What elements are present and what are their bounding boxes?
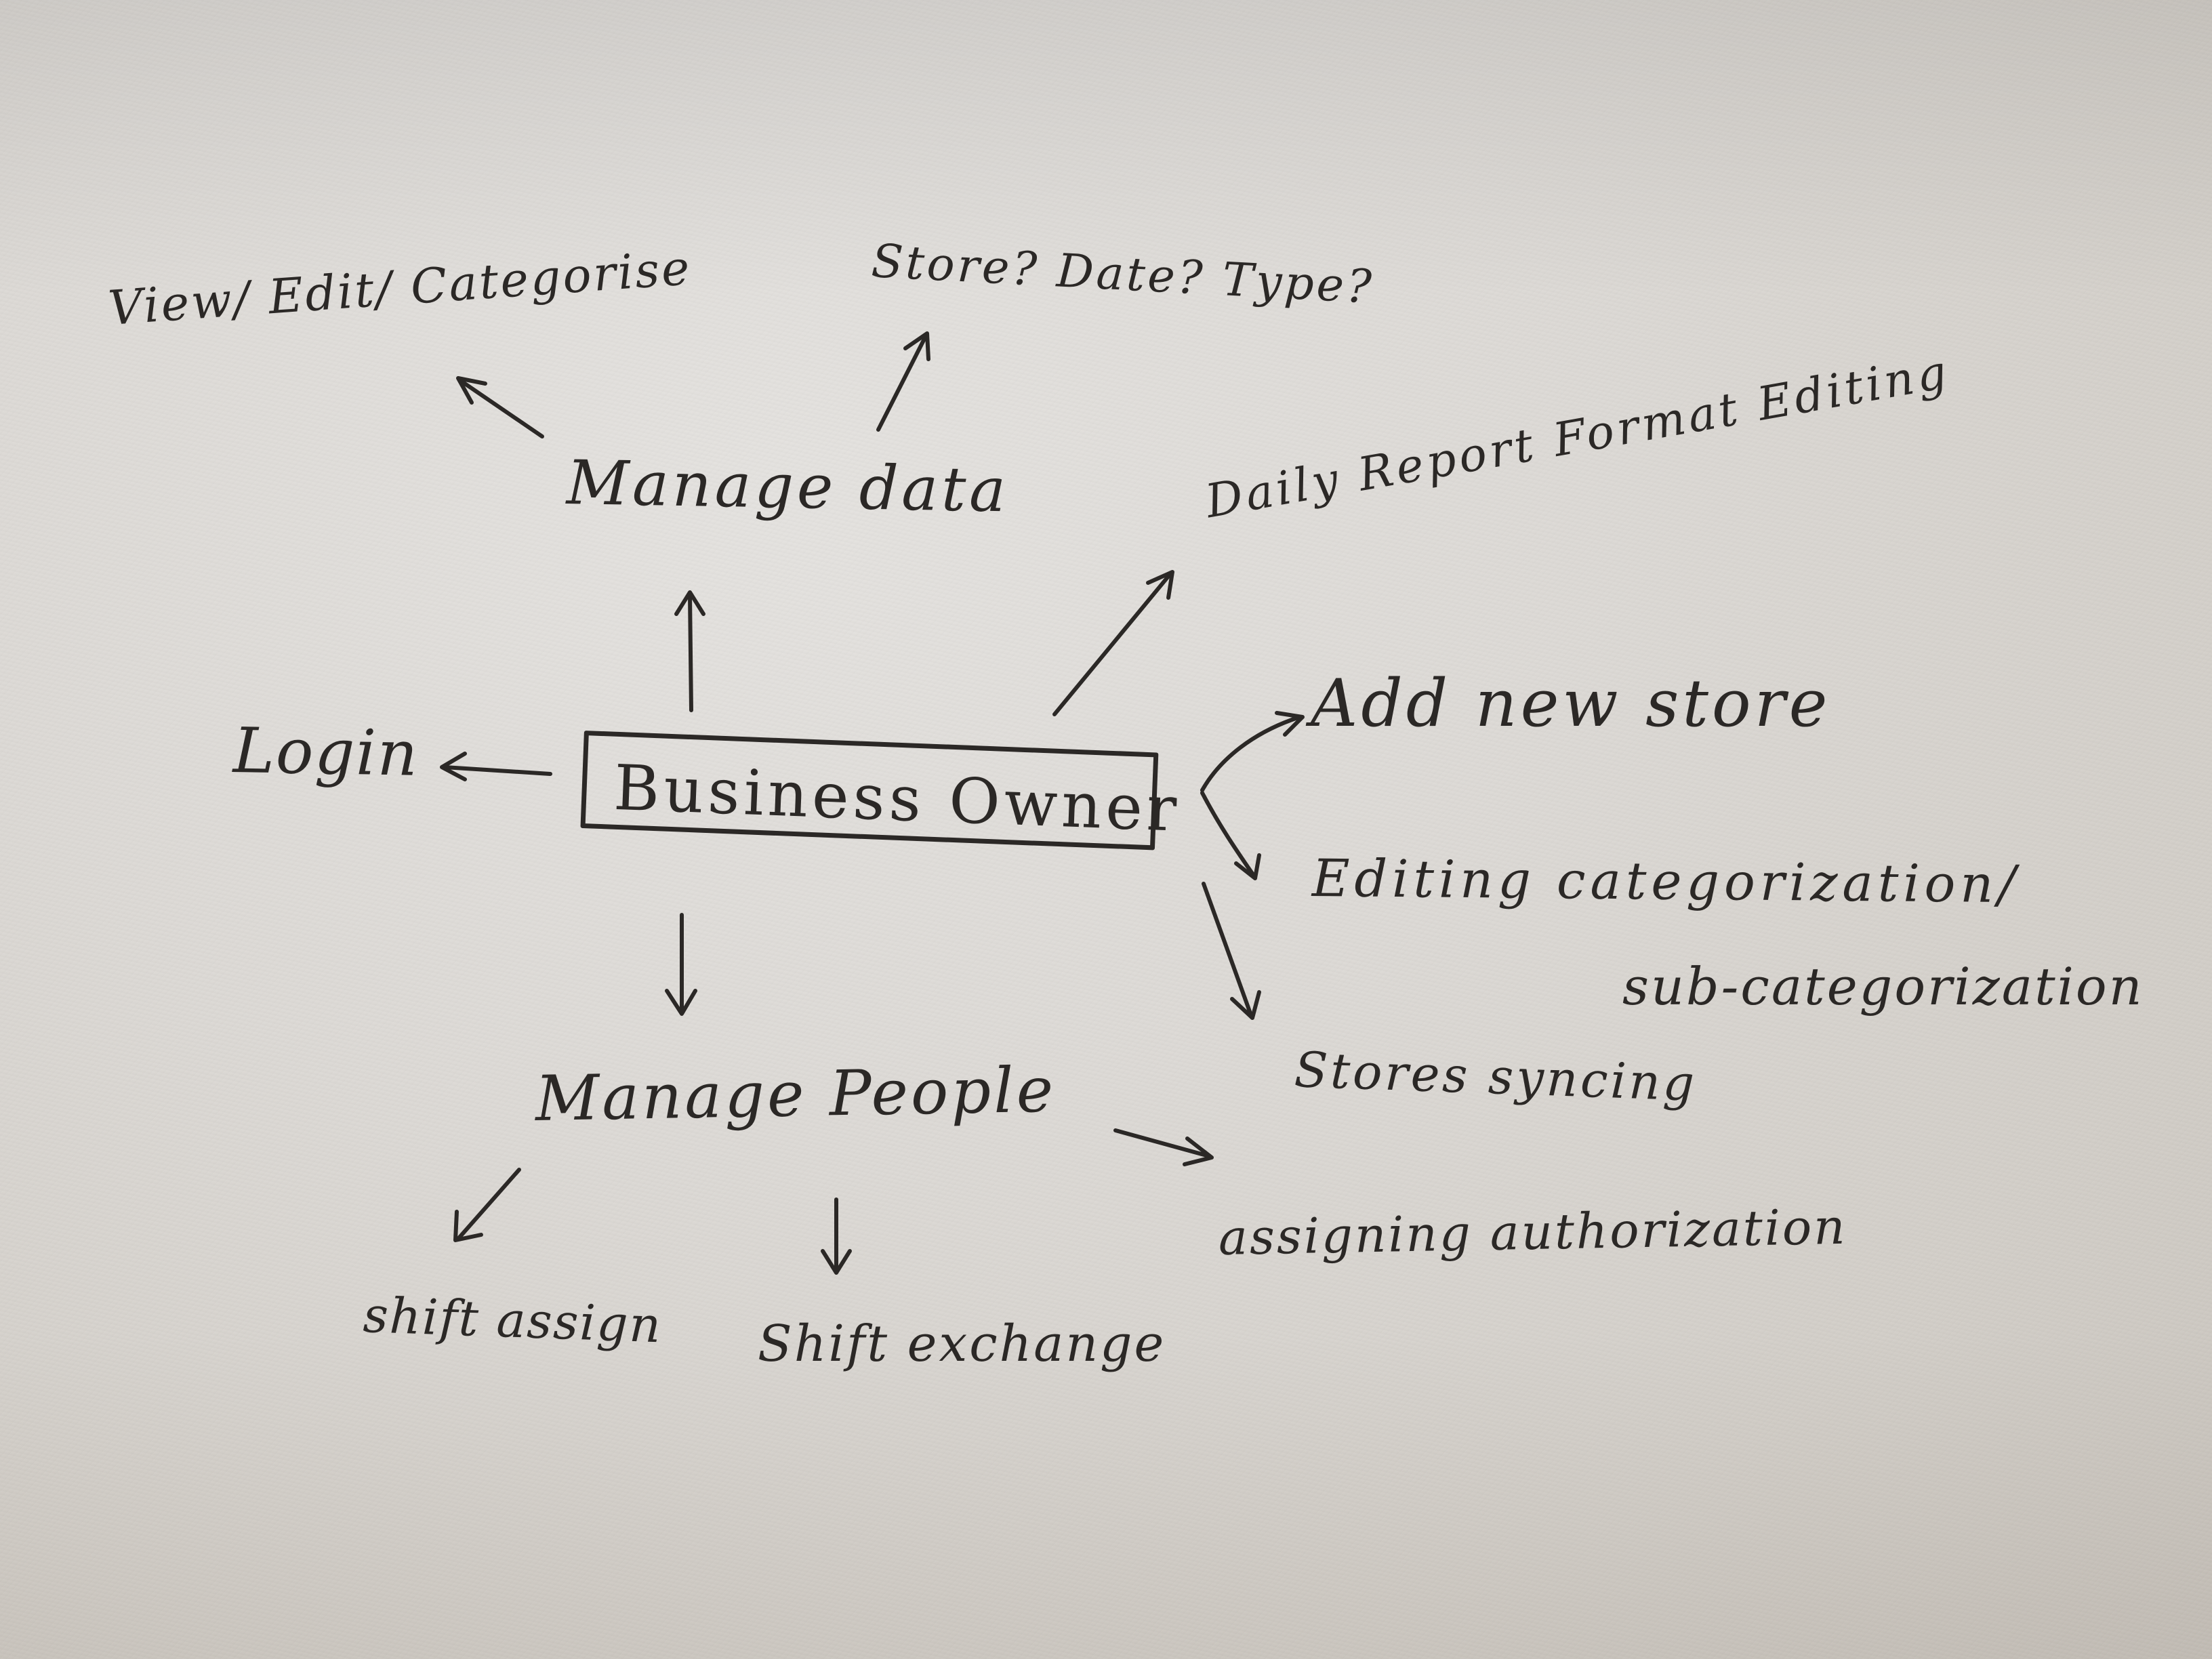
node-manage-people: Manage People: [535, 1053, 1057, 1135]
root-node-label: Business Owner: [612, 751, 1182, 846]
arrow-to-shift-assign: [453, 1168, 521, 1242]
arrow-to-daily-report: [1052, 570, 1174, 716]
arrow-to-store-date-type: [876, 331, 930, 432]
arrow-to-add-new-store: [1200, 711, 1305, 792]
node-assigning-authorization: assigning authorization: [1218, 1197, 1848, 1266]
node-shift-exchange: Shift exchange: [758, 1315, 1166, 1373]
arrow-to-login: [440, 752, 552, 781]
arrow-to-assigning-authorization: [1113, 1128, 1214, 1166]
arrow-to-stores-syncing: [1202, 882, 1261, 1020]
node-login: Login: [232, 714, 419, 790]
node-editing-categorization: Editing categorization/: [1311, 848, 2021, 915]
arrow-to-view-edit-categorise: [456, 376, 544, 438]
node-sub-categorization: sub-categorization: [1622, 956, 2144, 1017]
node-stores-syncing: Stores syncing: [1293, 1041, 1698, 1112]
node-shift-assign: shift assign: [362, 1286, 663, 1354]
arrow-to-shift-exchange: [821, 1197, 852, 1275]
node-add-new-store: Add new store: [1311, 665, 1831, 741]
arrow-to-manage-data: [674, 590, 705, 712]
arrow-to-manage-people: [665, 913, 697, 1016]
node-manage-data: Manage data: [566, 447, 1010, 527]
arrow-to-editing-categorization: [1200, 791, 1261, 880]
